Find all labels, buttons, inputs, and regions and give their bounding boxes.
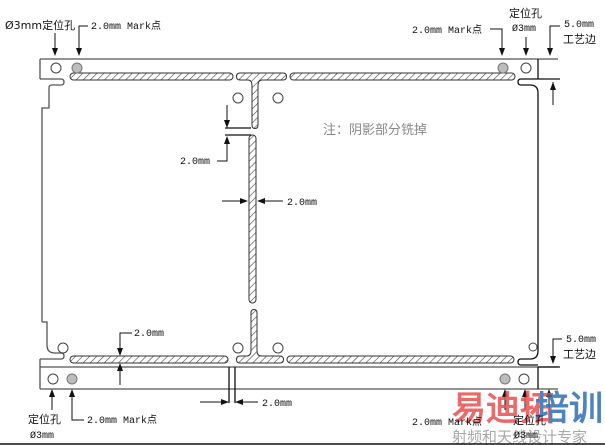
hole-bottom-center-left	[232, 342, 244, 354]
label-br-edge-cn: 工艺边	[563, 348, 596, 361]
label-gap-vertical: 2.0mm	[180, 157, 210, 168]
label-tr-hole-dim: Ø3mm	[512, 23, 536, 35]
mark-point-top-left	[71, 62, 83, 74]
label-bl-hole-dim: Ø3mm	[30, 430, 54, 442]
label-tr-hole-cn: 定位孔	[509, 6, 542, 20]
label-br-mark: 2.0mm Mark点	[412, 416, 482, 429]
label-bottom-slot-width: 2.0mm	[134, 329, 164, 340]
leaders	[49, 25, 562, 421]
mark-point-bottom-left	[66, 373, 78, 385]
labels: Ø3mm定位孔 2.0mm Mark点 2.0mm Mark点 定位孔 Ø3mm…	[5, 6, 596, 442]
note-milled: 注：阴影部分铣掉	[323, 123, 427, 138]
label-bottom-gap: 2.0mm	[262, 399, 292, 410]
tooling-hole-bottom-left	[47, 373, 59, 385]
label-br-hole-cn: 定位孔	[513, 413, 546, 427]
milled-slots	[69, 72, 516, 364]
watermark-training: 培训	[535, 389, 603, 429]
label-slot-width: 2.0mm	[287, 198, 317, 209]
mark-point-bottom-right	[499, 373, 511, 385]
label-br-hole-dim: Ø3mm	[514, 430, 538, 442]
label-tl-mark: 2.0mm Mark点	[91, 20, 161, 33]
hole-bottom-left-inner	[57, 342, 69, 354]
label-tl-hole: Ø3mm定位孔	[5, 18, 75, 32]
tooling-hole-top-left	[50, 62, 62, 74]
hole-top-center-left	[232, 92, 244, 104]
label-bl-mark: 2.0mm Mark点	[87, 414, 157, 427]
tooling-hole-bottom-right	[518, 373, 530, 385]
holes-and-marks	[47, 62, 538, 385]
label-tr-edge-dim: 5.0mm	[564, 20, 594, 31]
hole-bottom-right-inner	[528, 342, 538, 352]
watermark-brand: 易迪拓	[452, 389, 554, 429]
label-tr-mark: 2.0mm Mark点	[412, 24, 482, 37]
hole-top-center-right	[272, 92, 284, 104]
tooling-hole-top-right	[520, 62, 532, 74]
watermark: 易迪拓 培训 射频和天线设计专家	[452, 389, 603, 445]
label-tr-edge-cn: 工艺边	[563, 33, 596, 46]
watermark-tagline: 射频和天线设计专家	[452, 428, 587, 445]
label-br-edge-dim: 5.0mm	[566, 335, 596, 346]
panel-frame	[39, 58, 560, 403]
mark-point-top-right	[497, 62, 509, 74]
hole-bottom-center-right	[272, 342, 284, 354]
label-bl-hole-cn: 定位孔	[28, 412, 61, 426]
